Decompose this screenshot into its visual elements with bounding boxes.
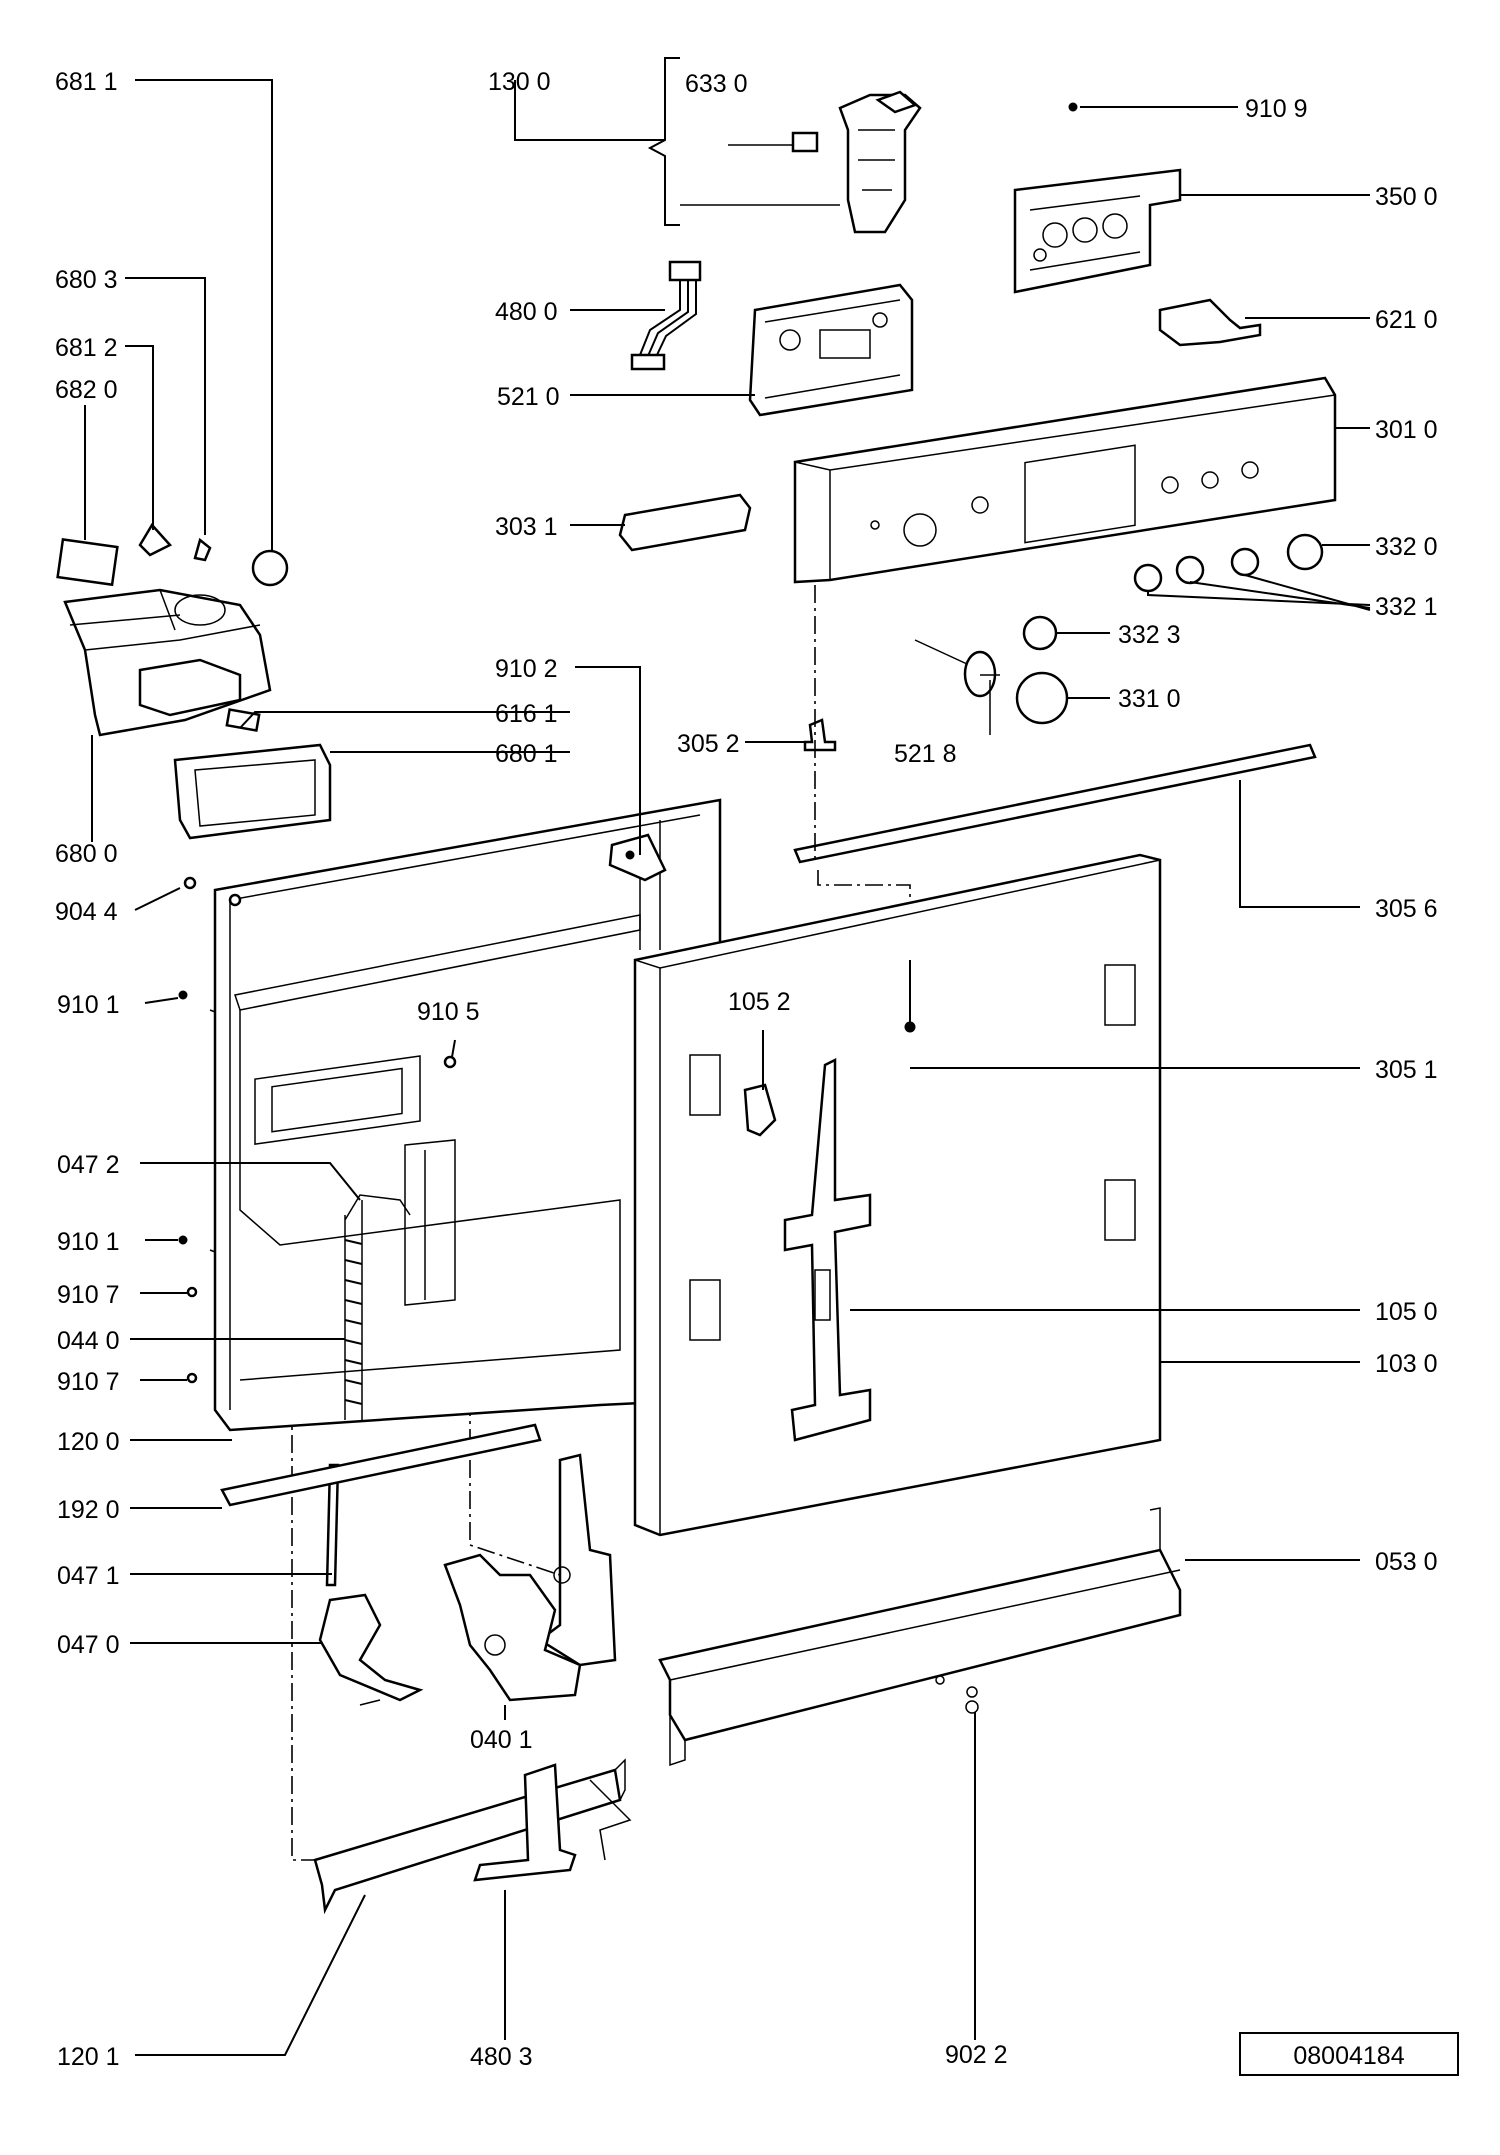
clip-part [803,718,837,752]
screw-910-5-part [443,1055,457,1069]
door-lock-part [728,90,922,234]
rail-part [220,1423,542,1507]
dispenser-part [56,522,332,840]
label-910-9: 910 9 [1245,95,1308,123]
label-192-0: 192 0 [57,1496,120,1524]
screw-910-1a-part [178,990,188,1000]
kickplate-part [313,1758,632,1915]
label-130-0: 130 0 [488,68,551,96]
hinge-part [318,1593,424,1706]
label-103-0: 103 0 [1375,1350,1438,1378]
label-616-1: 616 1 [495,700,558,728]
label-680-1: 680 1 [495,740,558,768]
rod-part [325,1463,340,1587]
label-105-0: 105 0 [1375,1298,1438,1326]
outer-door-part [633,853,1162,1537]
control-board-part [1013,168,1182,294]
strip-part [793,743,1317,864]
door-bracket-part [743,1057,872,1442]
small-knob-part [1022,615,1058,651]
drawing-number: 08004184 [1293,2042,1404,2070]
label-521-8: 521 8 [894,740,957,768]
label-331-0: 331 0 [1118,685,1181,713]
label-305-2: 305 2 [677,730,740,758]
label-910-7-upper: 910 7 [57,1281,120,1309]
label-904-4: 904 4 [55,898,118,926]
label-305-1: 305 1 [1375,1056,1438,1084]
label-910-1-upper: 910 1 [57,991,120,1019]
screw-910-1b-part [178,1235,188,1245]
kick-bracket-part [473,1763,577,1882]
label-902-2: 902 2 [945,2041,1008,2069]
drawing-number-box: 08004184 [1239,2032,1459,2076]
label-047-1: 047 1 [57,1562,120,1590]
label-480-0: 480 0 [495,298,558,326]
wire-harness-part [630,260,702,371]
label-633-0: 633 0 [685,70,748,98]
screw-910-7b-part [186,1372,198,1384]
pointer-part [914,639,1000,735]
label-040-1: 040 1 [470,1726,533,1754]
label-044-0: 044 0 [57,1327,120,1355]
plinth-part [658,1507,1182,1767]
screw-part [1068,102,1078,112]
main-pcb-part [748,283,914,417]
label-332-0: 332 0 [1375,533,1438,561]
label-047-2: 047 2 [57,1151,120,1179]
label-621-0: 621 0 [1375,306,1438,334]
selector-unit-part [618,493,752,552]
label-301-0: 301 0 [1375,416,1438,444]
label-047-0: 047 0 [57,1631,120,1659]
label-681-1: 681 1 [55,68,118,96]
long-screw-part [904,960,916,1033]
knobs-part [1133,533,1324,593]
label-305-6: 305 6 [1375,895,1438,923]
label-910-7-lower: 910 7 [57,1368,120,1396]
hinge-block-part [443,1453,617,1702]
label-350-0: 350 0 [1375,183,1438,211]
large-knob-part [1015,671,1069,725]
leader-lines [84,79,1371,2056]
label-910-2: 910 2 [495,655,558,683]
label-680-3: 680 3 [55,266,118,294]
switch-part [1158,298,1262,347]
spring-part [344,1194,411,1420]
control-panel-part [793,376,1337,584]
label-332-3: 332 3 [1118,621,1181,649]
label-682-0: 682 0 [55,376,118,404]
label-332-1: 332 1 [1375,593,1438,621]
label-681-2: 681 2 [55,334,118,362]
label-910-5: 910 5 [417,998,480,1026]
screw-910-7a-part [186,1286,198,1298]
label-680-0: 680 0 [55,840,118,868]
label-120-1: 120 1 [57,2043,120,2071]
label-120-0: 120 0 [57,1428,120,1456]
label-303-1: 303 1 [495,513,558,541]
label-105-2: 105 2 [728,988,791,1016]
label-910-1-lower: 910 1 [57,1228,120,1256]
label-053-0: 053 0 [1375,1548,1438,1576]
washer-part [183,876,197,890]
label-480-3: 480 3 [470,2043,533,2071]
label-521-0: 521 0 [497,383,560,411]
